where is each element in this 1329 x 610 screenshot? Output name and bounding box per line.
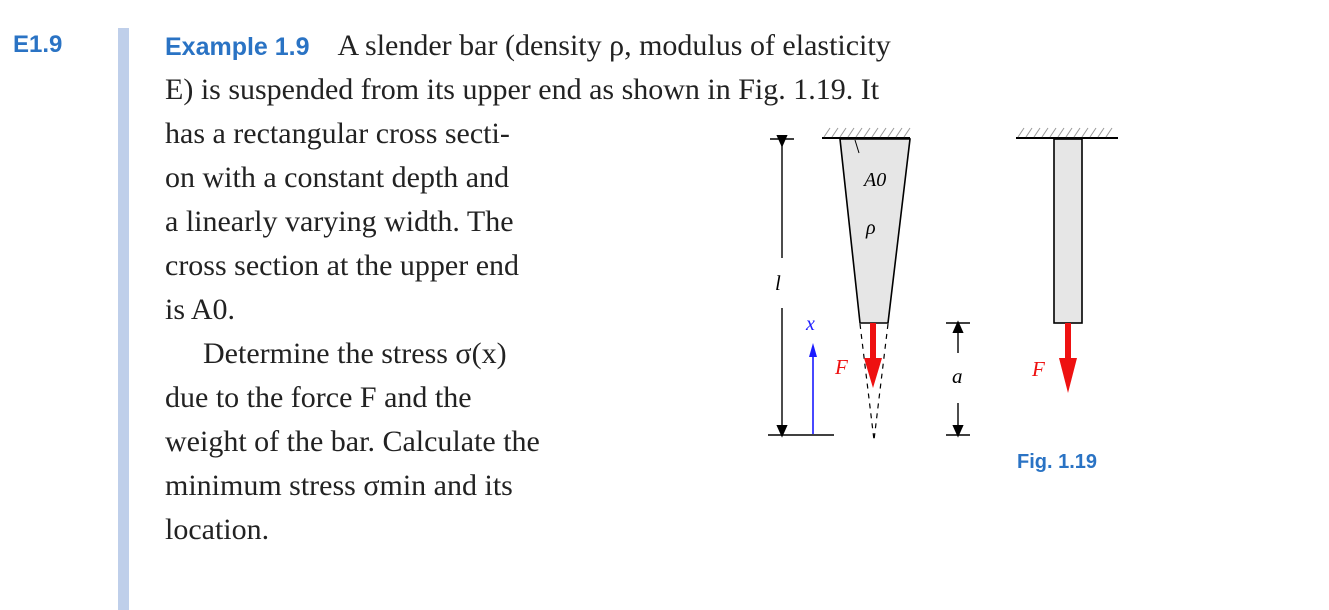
figure-1-19: A0 ρ l x F a bbox=[760, 118, 1140, 458]
label-area: A0 bbox=[862, 169, 886, 191]
example-title: Example 1.9 bbox=[165, 33, 310, 61]
distance-dimension bbox=[946, 320, 970, 438]
straight-bar bbox=[1053, 138, 1083, 324]
para2-line: Determine the stress σ(x) bbox=[203, 337, 507, 370]
force-left-arrowhead-icon bbox=[864, 358, 882, 388]
example-heading-line: Example 1.9 A slender bar (density ρ, mod… bbox=[165, 24, 891, 69]
length-dimension bbox=[768, 135, 834, 438]
para2-line: weight of the bar. Calculate the bbox=[165, 425, 540, 458]
right-support-hatch bbox=[1016, 127, 1118, 139]
intro-line-1: A slender bar (density ρ, modulus of ela… bbox=[337, 29, 891, 62]
tapered-bar bbox=[839, 138, 911, 324]
label-distance: a bbox=[952, 364, 963, 388]
para2-line: due to the force F and the bbox=[165, 381, 472, 414]
para2-line: location. bbox=[165, 513, 270, 546]
para1-line: is A0. bbox=[165, 293, 236, 326]
para1-line: a linearly varying width. The bbox=[165, 205, 514, 238]
intro-line-2: E) is suspended from its upper end as sh… bbox=[165, 73, 880, 106]
force-right-shaft bbox=[1065, 323, 1071, 361]
para1-line: has a rectangular cross secti- bbox=[165, 117, 510, 150]
label-force-left: F bbox=[834, 355, 848, 379]
problem-text-column: has a rectangular cross secti- on with a… bbox=[165, 112, 615, 552]
bar-diagram: A0 ρ l x F a bbox=[768, 127, 1118, 441]
force-left-shaft bbox=[870, 323, 876, 361]
left-support-hatch bbox=[822, 127, 911, 139]
para2-line: minimum stress σmin and its bbox=[165, 469, 513, 502]
label-force-right: F bbox=[1031, 357, 1045, 381]
area-leader-line bbox=[854, 139, 860, 154]
figure-caption: Fig. 1.19 bbox=[1017, 451, 1098, 473]
x-axis-arrow-icon bbox=[809, 343, 817, 357]
para1-line: on with a constant depth and bbox=[165, 161, 510, 194]
para1-line: cross section at the upper end bbox=[165, 249, 520, 282]
force-right-arrowhead-icon bbox=[1059, 358, 1077, 393]
sidebar-bar bbox=[118, 28, 129, 610]
label-density: ρ bbox=[865, 217, 876, 239]
example-tag: E1.9 bbox=[13, 31, 63, 58]
label-length: l bbox=[775, 271, 781, 295]
label-x: x bbox=[805, 313, 815, 335]
